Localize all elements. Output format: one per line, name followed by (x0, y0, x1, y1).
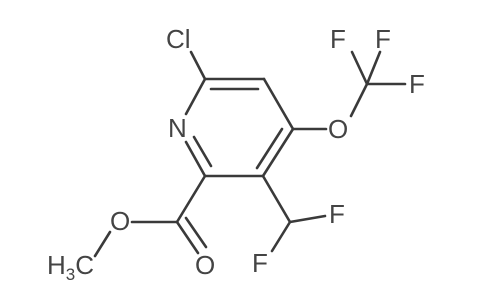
methyl-c: C (75, 250, 94, 280)
bond-o-cf3 (349, 82, 369, 118)
chf2-fluorine-top-label: F (329, 199, 345, 229)
bond-c-o-double-2 (184, 216, 208, 249)
ester-oxygen-label: O (110, 206, 130, 236)
bond-cf3-f1 (350, 50, 369, 86)
chlorine-label: Cl (166, 24, 191, 54)
methyl-h: H (47, 250, 66, 280)
bond-cf3-f2 (365, 50, 382, 86)
bond-c2-n (184, 140, 207, 178)
fluorine-2-label: F (375, 24, 391, 54)
ether-oxygen-label: O (328, 114, 348, 144)
nitrogen-label: N (168, 113, 187, 143)
bond-c4-c3-inner (255, 127, 284, 170)
methyl-subscript: 3 (66, 265, 75, 284)
bond-c2-ccarbonyl (175, 174, 207, 224)
bond-c4-c3 (261, 127, 295, 178)
bond-o-methyl (93, 230, 112, 258)
chf2-fluorine-bottom-label: F (252, 248, 268, 278)
bond-c5-c4 (262, 77, 295, 131)
fluorine-1-label: F (330, 24, 346, 54)
bond-c6-cl (189, 50, 207, 81)
methyl-label: H3C (47, 250, 94, 284)
bond-c3-chf2 (261, 174, 292, 224)
fluorine-3-label: F (409, 69, 425, 99)
carbonyl-oxygen-label: O (195, 250, 215, 280)
bond-chf2-f-top (288, 214, 327, 224)
bond-c2-n-inner (192, 135, 213, 168)
bond-c-o-double-1 (175, 220, 200, 255)
bond-n-c6 (184, 77, 207, 116)
bond-chf2-f-bottom (270, 220, 292, 253)
